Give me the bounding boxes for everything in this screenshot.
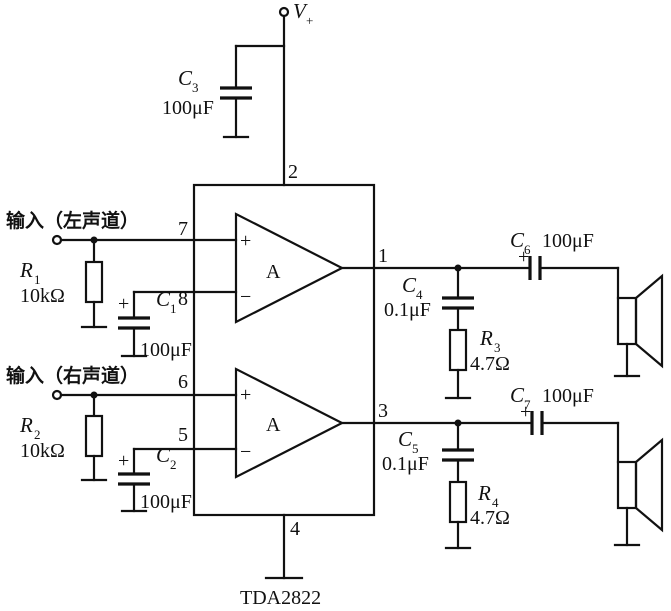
input-left-terminal	[51, 234, 63, 246]
input-left-label: 输入（左声道）	[6, 209, 139, 232]
r1-label: R	[19, 258, 33, 282]
r3-label-sub: 3	[494, 340, 501, 355]
r2-label-sub: 2	[34, 427, 41, 442]
amp-bottom-minus: −	[240, 441, 251, 463]
c6-label: C	[510, 228, 525, 252]
r4-label-sub: 4	[492, 495, 499, 510]
amp-bottom-plus: +	[240, 384, 251, 406]
r1-value: 10kΩ	[20, 285, 65, 307]
r2-value: 10kΩ	[20, 440, 65, 462]
amp-top-minus: −	[240, 286, 251, 308]
amp-top-plus: +	[240, 230, 251, 252]
c2-label: C	[156, 443, 171, 467]
output-top-network: 1 C 4 0.1μF R 3 4.7Ω + C 6 100μF	[372, 228, 620, 400]
r3-value: 4.7Ω	[470, 353, 510, 375]
chip-body: 2 4 TDA2822	[192, 161, 376, 609]
input-right-channel: 输入（右声道） 6	[6, 364, 196, 401]
c2-plus: +	[118, 450, 129, 472]
pin-7-label: 7	[178, 218, 188, 240]
amplifier-bottom: A + −	[192, 367, 376, 479]
c3-label: C	[178, 66, 193, 90]
pin-6-label: 6	[178, 371, 188, 393]
c2-label-sub: 2	[170, 457, 177, 472]
c4-label: C	[402, 273, 417, 297]
c7-value: 100μF	[542, 385, 594, 407]
r3-label: R	[479, 326, 493, 350]
capacitor-c1: + C 1 100μF 8	[118, 287, 196, 361]
c5-value: 0.1μF	[382, 453, 429, 475]
pin-1-label: 1	[378, 245, 388, 267]
c1-plus: +	[118, 293, 129, 315]
r4-label: R	[477, 481, 491, 505]
c3-label-sub: 3	[192, 80, 199, 95]
resistor-r2: R 2 10kΩ	[19, 393, 108, 482]
c1-label: C	[156, 287, 171, 311]
amp-top-label: A	[266, 261, 281, 283]
r1-label-sub: 1	[34, 272, 41, 287]
speaker-bottom-icon	[613, 437, 664, 547]
c1-label-sub: 1	[170, 301, 177, 316]
supply-terminal	[278, 6, 290, 18]
c6-plus: +	[518, 246, 529, 268]
pin-3-label: 3	[378, 400, 388, 422]
c6-value: 100μF	[542, 230, 594, 252]
c7-plus: +	[520, 401, 531, 423]
r4-value: 4.7Ω	[470, 507, 510, 529]
supply-label: V	[293, 0, 308, 23]
supply-rail: V +	[278, 0, 313, 187]
capacitor-c2: + C 2 100μF 5	[118, 424, 196, 513]
c4-label-sub: 4	[416, 287, 423, 302]
resistor-r1: R 1 10kΩ	[19, 238, 108, 329]
amp-bottom-label: A	[266, 414, 281, 436]
c3-value: 100μF	[162, 97, 214, 119]
amplifier-top: A + −	[192, 212, 376, 324]
c1-value: 100μF	[140, 339, 192, 361]
pin-4-label: 4	[290, 518, 300, 540]
c6-label-sub: 6	[524, 242, 531, 257]
c7-label: C	[510, 383, 525, 407]
c2-value: 100μF	[140, 491, 192, 513]
speaker-top-icon	[613, 273, 664, 378]
chip-name: TDA2822	[240, 587, 321, 609]
c7-label-sub: 7	[524, 397, 531, 412]
c5-label-sub: 5	[412, 441, 419, 456]
input-right-label: 输入（右声道）	[6, 364, 139, 387]
output-bottom-network: 3 C 5 0.1μF R 4 4.7Ω + C 7 100μF	[372, 383, 620, 550]
pin-5-label: 5	[178, 424, 188, 446]
pin-8-label: 8	[178, 288, 188, 310]
input-right-terminal	[51, 389, 63, 401]
pin-2-label: 2	[288, 161, 298, 183]
supply-label-sub: +	[306, 13, 313, 28]
input-left-channel: 输入（左声道） 7	[6, 209, 196, 246]
capacitor-c3: C 3 100μF	[162, 44, 286, 139]
c4-value: 0.1μF	[384, 299, 431, 321]
r2-label: R	[19, 413, 33, 437]
c5-label: C	[398, 427, 413, 451]
